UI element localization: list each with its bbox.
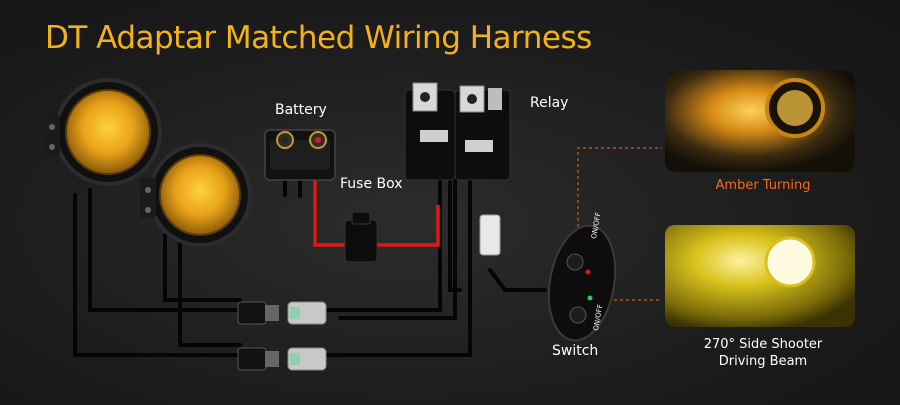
page-title: DT Adaptar Matched Wiring Harness bbox=[45, 20, 592, 56]
driving-caption-line1: 270° Side Shooter bbox=[703, 337, 823, 352]
driving-panel bbox=[665, 225, 855, 327]
connectors-top bbox=[237, 301, 327, 325]
switch-panel bbox=[547, 224, 617, 342]
relay-pair bbox=[404, 82, 511, 256]
fuse-box bbox=[344, 211, 378, 263]
amber-panel bbox=[665, 70, 855, 172]
switch-label: Switch bbox=[552, 343, 599, 359]
light-left-front bbox=[140, 143, 252, 247]
connectors-bottom bbox=[237, 347, 327, 371]
fuse-box-label: Fuse Box bbox=[340, 176, 403, 192]
driving-caption: 270° Side Shooter Driving Beam bbox=[665, 336, 861, 370]
driving-caption-line2: Driving Beam bbox=[718, 354, 808, 369]
battery bbox=[264, 129, 336, 181]
battery-label: Battery bbox=[275, 102, 327, 118]
relay-label: Relay bbox=[530, 95, 569, 111]
light-left-back bbox=[44, 78, 162, 186]
amber-caption: Amber Turning bbox=[715, 178, 811, 193]
